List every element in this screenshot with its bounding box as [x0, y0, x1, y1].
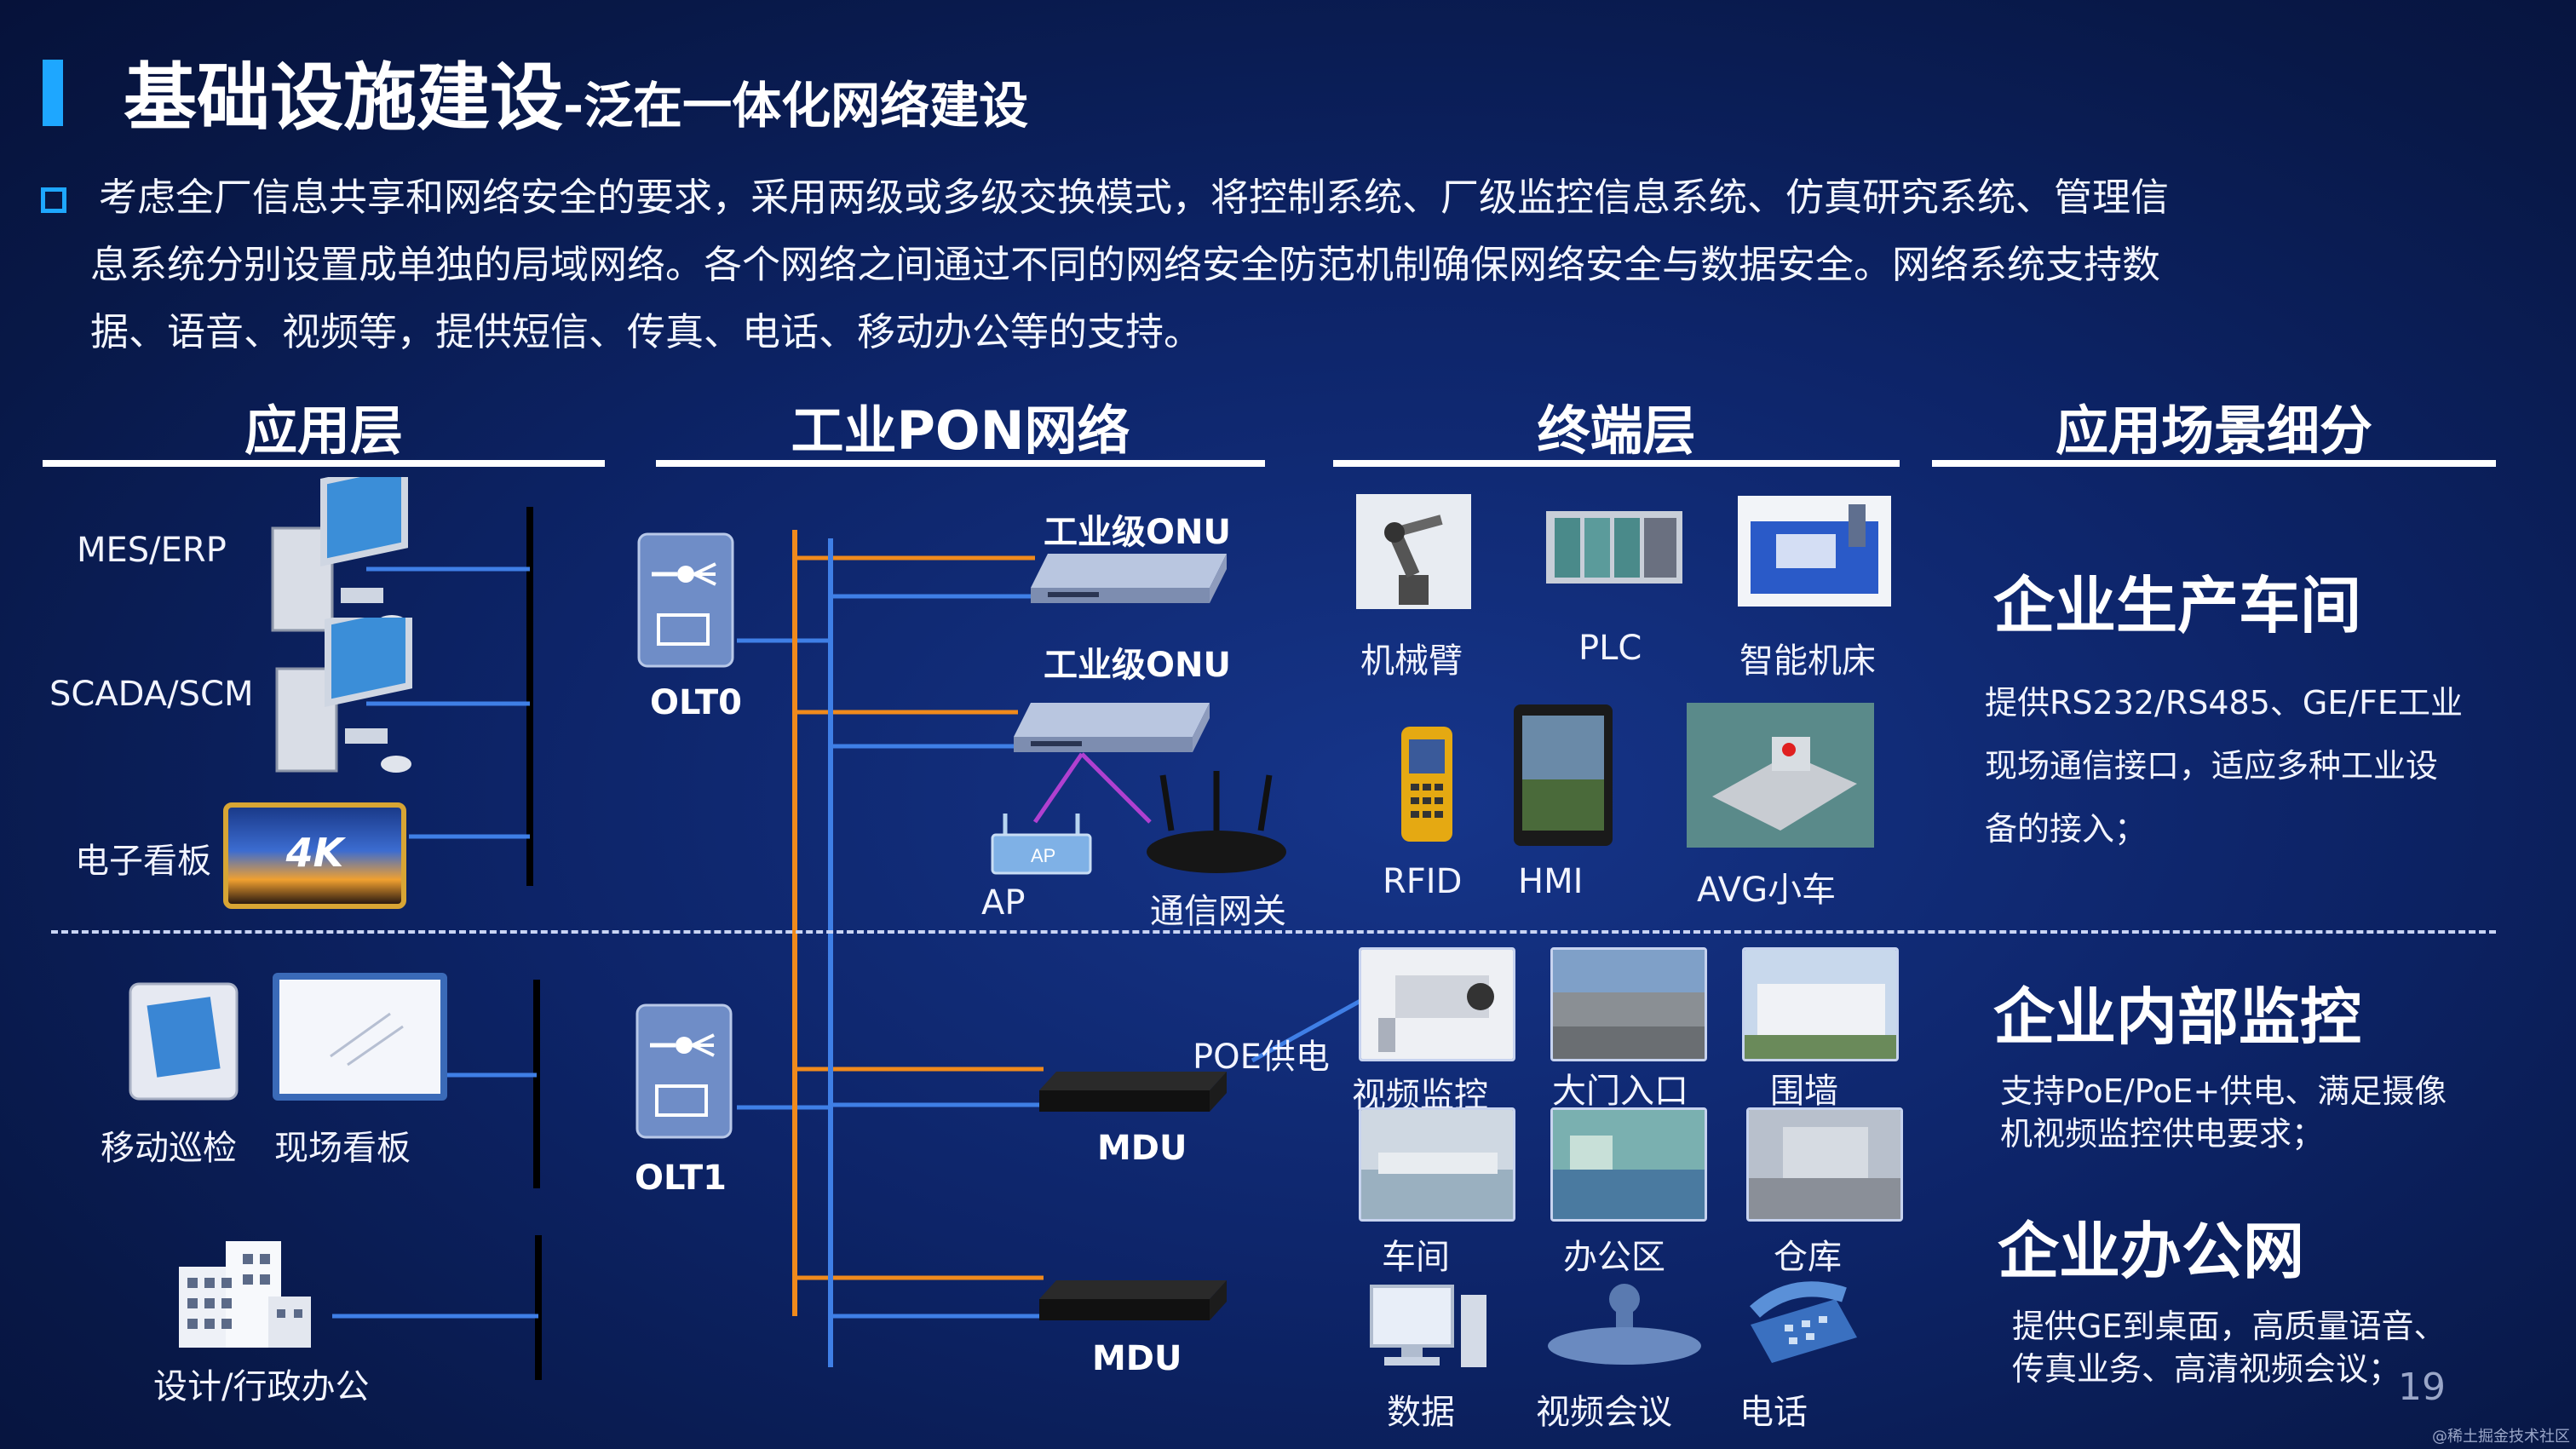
office-building-icon [179, 1241, 311, 1348]
wall-photo-icon [1742, 947, 1899, 1061]
tv-4k-text: 4K [285, 830, 344, 876]
label-electronic-board: 电子看板 [75, 842, 211, 881]
label-video-conference: 视频会议 [1536, 1393, 1672, 1432]
wireless-ap-icon: AP [991, 814, 1092, 875]
mdu-device-icon [1039, 1072, 1227, 1112]
scene-3-description: 提供GE到桌面，高质量语音、 传真业务、高清视频会议； [2012, 1305, 2446, 1390]
column-header-scene: 应用场景细分 [2055, 400, 2372, 462]
scene-3-desc-line-1: 提供GE到桌面，高质量语音、 [2012, 1308, 2447, 1345]
label-mobile-inspection: 移动巡检 [101, 1129, 237, 1168]
label-ap: AP [981, 883, 1026, 923]
title-accent-bar [43, 60, 63, 126]
label-site-board: 现场看板 [274, 1129, 411, 1168]
cctv-camera-icon [1359, 947, 1515, 1061]
intro-paragraph: 考虑全厂信息共享和网络安全的要求，采用两级或多级交换模式，将控制系统、厂级监控信… [41, 164, 2426, 365]
rfid-scanner-icon [1401, 727, 1452, 842]
page-number: 19 [2398, 1366, 2446, 1409]
watermark-text: @稀土掘金技术社区 [2432, 1428, 2570, 1446]
intro-line-2: 息系统分别设置成单独的局域网络。各个网络之间通过不同的网络安全防范机制确保网络安… [90, 242, 2161, 287]
label-mdu-1: MDU [1097, 1129, 1187, 1168]
column-header-pon: 工业PON网络 [791, 400, 1130, 462]
label-onu-2: 工业级ONU [1044, 646, 1231, 685]
label-wall: 围墙 [1770, 1072, 1838, 1111]
mdu-device-icon [1039, 1280, 1227, 1320]
scene-3-desc-line-2: 传真业务、高清视频会议； [2012, 1350, 2401, 1388]
label-hmi: HMI [1518, 862, 1584, 901]
warehouse-photo-icon [1746, 1107, 1903, 1222]
scene-2-description: 支持PoE/PoE+供电、满足摄像 机视频监控供电要求； [2000, 1070, 2447, 1155]
telephone-icon [1750, 1281, 1857, 1363]
4k-tv-icon: 4K [223, 802, 406, 909]
label-poe: POE供电 [1193, 1038, 1330, 1077]
tablet-icon [129, 982, 239, 1101]
intro-line-1: 考虑全厂信息共享和网络安全的要求，采用两级或多级交换模式，将控制系统、厂级监控信… [99, 175, 2170, 220]
label-plc: PLC [1578, 629, 1642, 668]
site-board-screen-icon [273, 973, 447, 1101]
plc-icon [1546, 511, 1682, 584]
scene-1-desc-line-3: 备的接入； [1985, 810, 2148, 848]
label-gate: 大门入口 [1552, 1072, 1688, 1111]
scene-1-title: 企业生产车间 [1993, 570, 2362, 641]
label-agv: AVG小车 [1697, 871, 1837, 910]
router-gateway-icon [1147, 771, 1286, 873]
scene-2-desc-line-2: 机视频监控供电要求； [2000, 1115, 2325, 1153]
scene-3-title: 企业办公网 [1998, 1216, 2305, 1287]
label-onu-1: 工业级ONU [1044, 513, 1231, 552]
label-mdu-2: MDU [1092, 1339, 1182, 1378]
ap-device-text: AP [1031, 845, 1055, 866]
label-mes-erp: MES/ERP [77, 531, 227, 570]
screen-glare-icon [330, 1012, 404, 1067]
office-area-photo-icon [1550, 1107, 1707, 1222]
robot-arm-icon [1356, 494, 1471, 609]
column-header-app: 应用层 [244, 400, 403, 462]
label-gateway: 通信网关 [1150, 892, 1286, 931]
cnc-machine-icon [1738, 496, 1891, 607]
column-underline-app [43, 460, 605, 467]
purple-to-ap [1032, 752, 1084, 824]
column-header-terminal: 终端层 [1537, 400, 1696, 462]
label-warehouse: 仓库 [1774, 1238, 1842, 1277]
column-underline-pon [656, 460, 1265, 467]
scene-2-desc-line-1: 支持PoE/PoE+供电、满足摄像 [2000, 1072, 2447, 1110]
computer-icon [275, 618, 412, 773]
onu-device-icon [1031, 554, 1227, 603]
olt1-device-icon [635, 1003, 733, 1139]
hmi-panel-icon [1514, 704, 1613, 846]
column-underline-terminal [1333, 460, 1900, 467]
scene-1-description: 提供RS232/RS485、GE/FE工业 现场通信接口，适应多种工业设 备的接… [1985, 671, 2463, 860]
workshop-photo-icon [1359, 1107, 1515, 1222]
label-office-area: 办公区 [1563, 1238, 1665, 1277]
label-workshop: 车间 [1382, 1238, 1450, 1277]
intro-line-3: 据、语音、视频等，提供短信、传真、电话、移动办公等的支持。 [90, 309, 1203, 354]
scene-1-desc-line-1: 提供RS232/RS485、GE/FE工业 [1985, 684, 2464, 722]
olt0-device-icon [637, 532, 734, 668]
label-robot-arm: 机械臂 [1360, 641, 1463, 681]
desktop-computer-icon [1370, 1285, 1486, 1367]
label-design-office: 设计/行政办公 [153, 1367, 370, 1406]
page-title: 基础设施建设-泛在一体化网络建设 [124, 58, 1028, 139]
poe-link [1251, 990, 1377, 1063]
purple-to-gateway [1080, 752, 1152, 824]
scene-1-desc-line-2: 现场通信接口，适应多种工业设 [1985, 747, 2439, 785]
title-sub-text: -泛在一体化网络建设 [563, 77, 1029, 135]
column-underline-scene [1932, 460, 2496, 467]
section-divider [51, 930, 2496, 934]
computer-icon [271, 477, 408, 632]
agv-cart-icon [1687, 703, 1874, 848]
scene-2-title: 企业内部监控 [1993, 981, 2362, 1053]
label-smart-machine: 智能机床 [1739, 641, 1876, 681]
label-olt0: OLT0 [650, 683, 742, 722]
label-data: 数据 [1387, 1393, 1455, 1432]
label-phone: 电话 [1739, 1393, 1808, 1432]
gate-photo-icon [1550, 947, 1707, 1061]
label-olt1: OLT1 [635, 1159, 727, 1198]
title-main-text: 基础设施建设 [124, 55, 563, 141]
label-scada-scm: SCADA/SCM [49, 675, 254, 714]
label-rfid: RFID [1383, 862, 1463, 901]
bullet-square-icon [41, 187, 66, 213]
video-conference-icon [1548, 1284, 1701, 1365]
onu-device-icon [1014, 703, 1210, 752]
